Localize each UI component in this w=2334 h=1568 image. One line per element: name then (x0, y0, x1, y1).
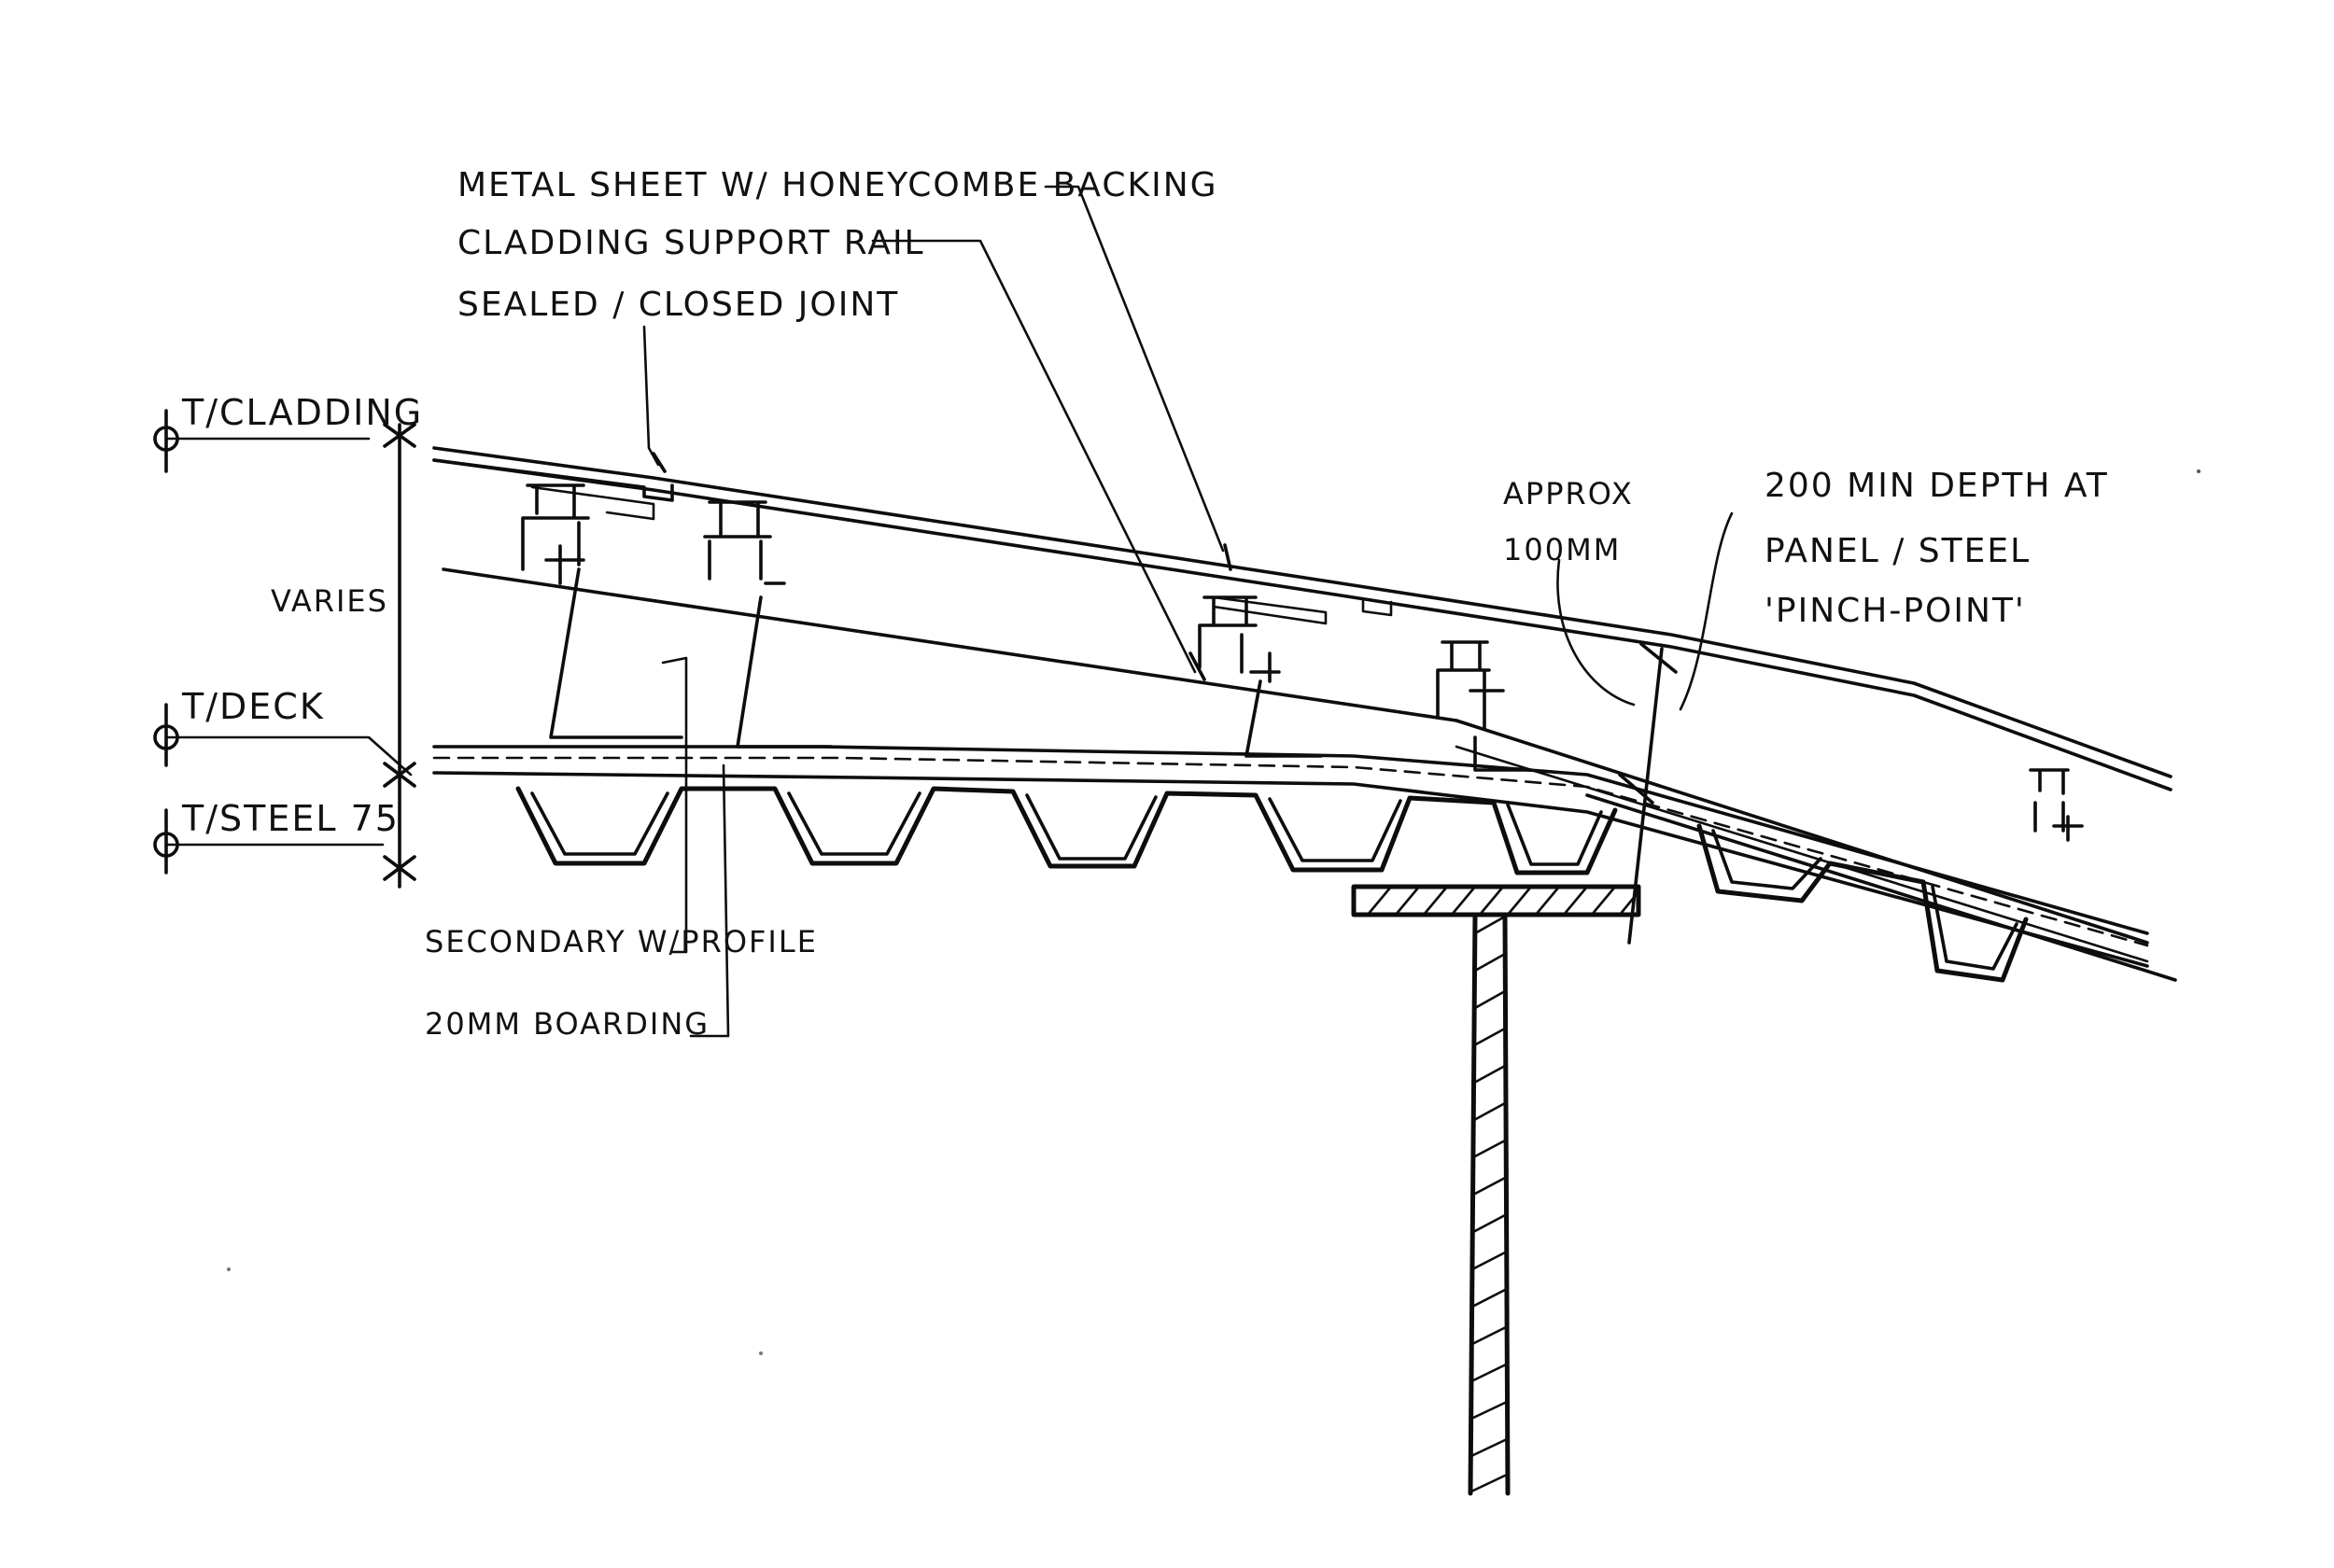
label-metal-sheet: METAL SHEET W/ HONEYCOMBE BACKING (457, 166, 1218, 204)
sealed-joint (642, 325, 667, 473)
label-support-rail: CLADDING SUPPORT RAIL (457, 224, 925, 262)
deck-boarding (432, 745, 2149, 968)
label-min-depth-3: 'PINCH-POINT' (1765, 592, 2026, 630)
steel-beam (1351, 884, 1641, 1496)
cladding-support-rails (521, 483, 2084, 842)
steel-deck-profile (515, 786, 2029, 983)
paper-speck (2197, 469, 2200, 473)
paper-speck (759, 1351, 763, 1355)
label-min-depth-2: PANEL / STEEL (1765, 532, 2031, 570)
dimension-line (383, 423, 416, 889)
label-secondary: SECONDARY W/PROFILE (425, 924, 818, 959)
label-approx-2: 100MM (1503, 532, 1621, 567)
level-marker-cladding (153, 409, 371, 473)
cladding-panels (432, 446, 2172, 791)
paper-speck (227, 1267, 231, 1271)
leader-lines (661, 185, 1232, 1038)
label-min-depth-1: 200 MIN DEPTH AT (1765, 467, 2109, 505)
label-boarding: 20MM BOARDING (425, 1006, 710, 1042)
label-varies: VARIES (271, 583, 388, 619)
inner-lines (442, 567, 2177, 982)
level-marker-steel (153, 808, 385, 875)
label-t-cladding: T/CLADDING (181, 392, 423, 433)
label-t-steel: T/STEEL 75 (181, 798, 400, 839)
label-approx-1: APPROX (1503, 476, 1634, 511)
level-marker-deck (153, 703, 413, 777)
label-t-deck: T/DECK (181, 686, 325, 727)
approx-dimension (1556, 511, 1734, 945)
label-sealed-joint: SEALED / CLOSED JOINT (457, 286, 899, 324)
